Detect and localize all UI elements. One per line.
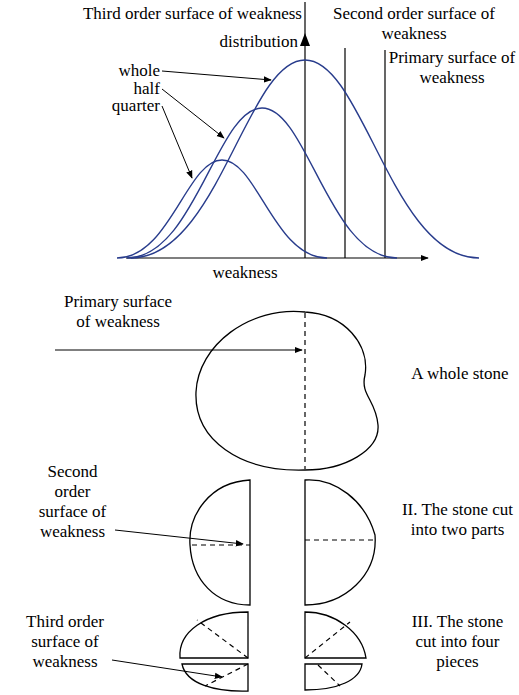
- stone-half: [190, 480, 250, 605]
- stone-quarter: [305, 664, 362, 690]
- surface-label: Second order surface of weakness: [30, 462, 115, 542]
- surface-label: Primary surface of weakness: [58, 292, 178, 332]
- whole-stone: [196, 311, 378, 470]
- leader-line: [162, 106, 192, 178]
- surface-label: Third order surface of weakness: [20, 612, 110, 672]
- leader-line: [112, 660, 222, 677]
- half-curve: [127, 108, 397, 258]
- third-dashed: [197, 620, 248, 658]
- whole-curve: [131, 60, 479, 258]
- stone-quarter: [182, 664, 248, 691]
- surface-label: Second order surface of weakness: [312, 4, 516, 44]
- stone-quarter: [305, 612, 366, 658]
- second-dashed: [192, 544, 250, 545]
- second-order-line: [344, 48, 345, 258]
- stone-quarter: [180, 612, 248, 658]
- leader-line: [162, 89, 224, 138]
- curve-label: whole: [104, 61, 160, 81]
- second-dashed: [305, 539, 376, 540]
- third-dashed: [318, 665, 340, 686]
- axis-arrowhead: [300, 33, 310, 46]
- axis-label: distribution: [196, 32, 298, 52]
- axis-label: weakness: [200, 263, 290, 283]
- third-dashed: [305, 622, 350, 658]
- primary-line: [384, 50, 385, 258]
- surface-label: Primary surface of weakness: [388, 48, 516, 88]
- quarter-curve: [117, 160, 327, 258]
- surface-label: Third order surface of weakness: [40, 4, 302, 24]
- curve-label: quarter: [100, 96, 160, 116]
- leader-line: [55, 350, 302, 351]
- leader-line: [115, 530, 243, 544]
- weakness-axis: [126, 257, 428, 258]
- stage-label: II. The stone cut into two parts: [400, 500, 515, 540]
- stage-label: A whole stone: [404, 364, 516, 384]
- primary-dashed: [304, 313, 305, 469]
- stage-label: III. The stone cut into four pieces: [400, 612, 515, 672]
- leader-line: [162, 71, 271, 80]
- stone-half: [305, 480, 375, 605]
